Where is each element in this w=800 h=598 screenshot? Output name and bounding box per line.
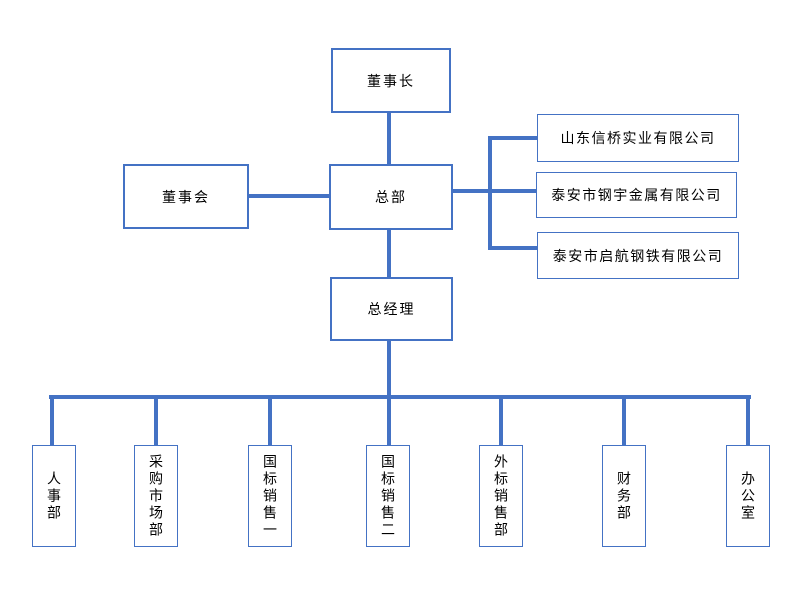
connector-chairman-hq	[387, 113, 391, 165]
node-dept-external-sales: 外标销售部	[479, 445, 523, 547]
node-subsidiary-2-label: 泰安市钢宇金属有限公司	[551, 187, 722, 203]
node-dept-office: 办公室	[726, 445, 770, 547]
connector-drop-dept-4	[387, 397, 391, 446]
node-headquarters: 总部	[329, 164, 453, 230]
node-dept-finance-label: 财务部	[616, 470, 632, 522]
node-headquarters-label: 总部	[375, 189, 407, 205]
node-board-label: 董事会	[162, 188, 210, 205]
connector-hq-subsidiaries	[453, 189, 537, 193]
connector-drop-dept-2	[154, 397, 158, 446]
node-dept-external-sales-label: 外标销售部	[493, 453, 509, 539]
node-general-manager-label: 总经理	[367, 301, 416, 317]
connector-subsidiaries-bracket	[488, 136, 492, 250]
node-dept-national-sales-2-label: 国标销售二	[380, 453, 396, 539]
connector-hq-gm	[387, 229, 391, 278]
node-dept-hr: 人事部	[32, 445, 76, 547]
node-dept-national-sales-2: 国标销售二	[366, 445, 410, 547]
node-general-manager: 总经理	[330, 277, 453, 341]
node-subsidiary-2: 泰安市钢宇金属有限公司	[536, 172, 737, 218]
node-chairman: 董事长	[331, 48, 451, 113]
connector-drop-dept-6	[622, 397, 626, 446]
connector-branch-subsidiary-3	[488, 246, 538, 250]
connector-drop-dept-1	[50, 397, 54, 446]
node-subsidiary-3: 泰安市启航钢铁有限公司	[537, 232, 739, 279]
node-chairman-label: 董事长	[367, 72, 415, 89]
node-subsidiary-3-label: 泰安市启航钢铁有限公司	[552, 247, 724, 264]
node-dept-national-sales-1: 国标销售一	[248, 445, 292, 547]
node-board: 董事会	[123, 164, 249, 229]
node-dept-national-sales-1-label: 国标销售一	[262, 453, 278, 539]
connector-drop-dept-5	[499, 397, 503, 446]
node-subsidiary-1-label: 山东信桥实业有限公司	[560, 130, 716, 146]
connector-branch-subsidiary-1	[488, 136, 538, 140]
connector-gm-departments	[387, 340, 391, 397]
connector-departments-bus	[49, 395, 751, 399]
node-dept-purchasing-market: 采购市场部	[134, 445, 178, 547]
node-dept-office-label: 办公室	[740, 470, 756, 522]
node-dept-finance: 财务部	[602, 445, 646, 547]
connector-board-hq	[249, 194, 330, 198]
connector-drop-dept-7	[746, 397, 750, 446]
node-dept-purchasing-market-label: 采购市场部	[148, 453, 164, 539]
node-subsidiary-1: 山东信桥实业有限公司	[537, 114, 739, 162]
node-dept-hr-label: 人事部	[46, 470, 62, 522]
connector-drop-dept-3	[268, 397, 272, 446]
